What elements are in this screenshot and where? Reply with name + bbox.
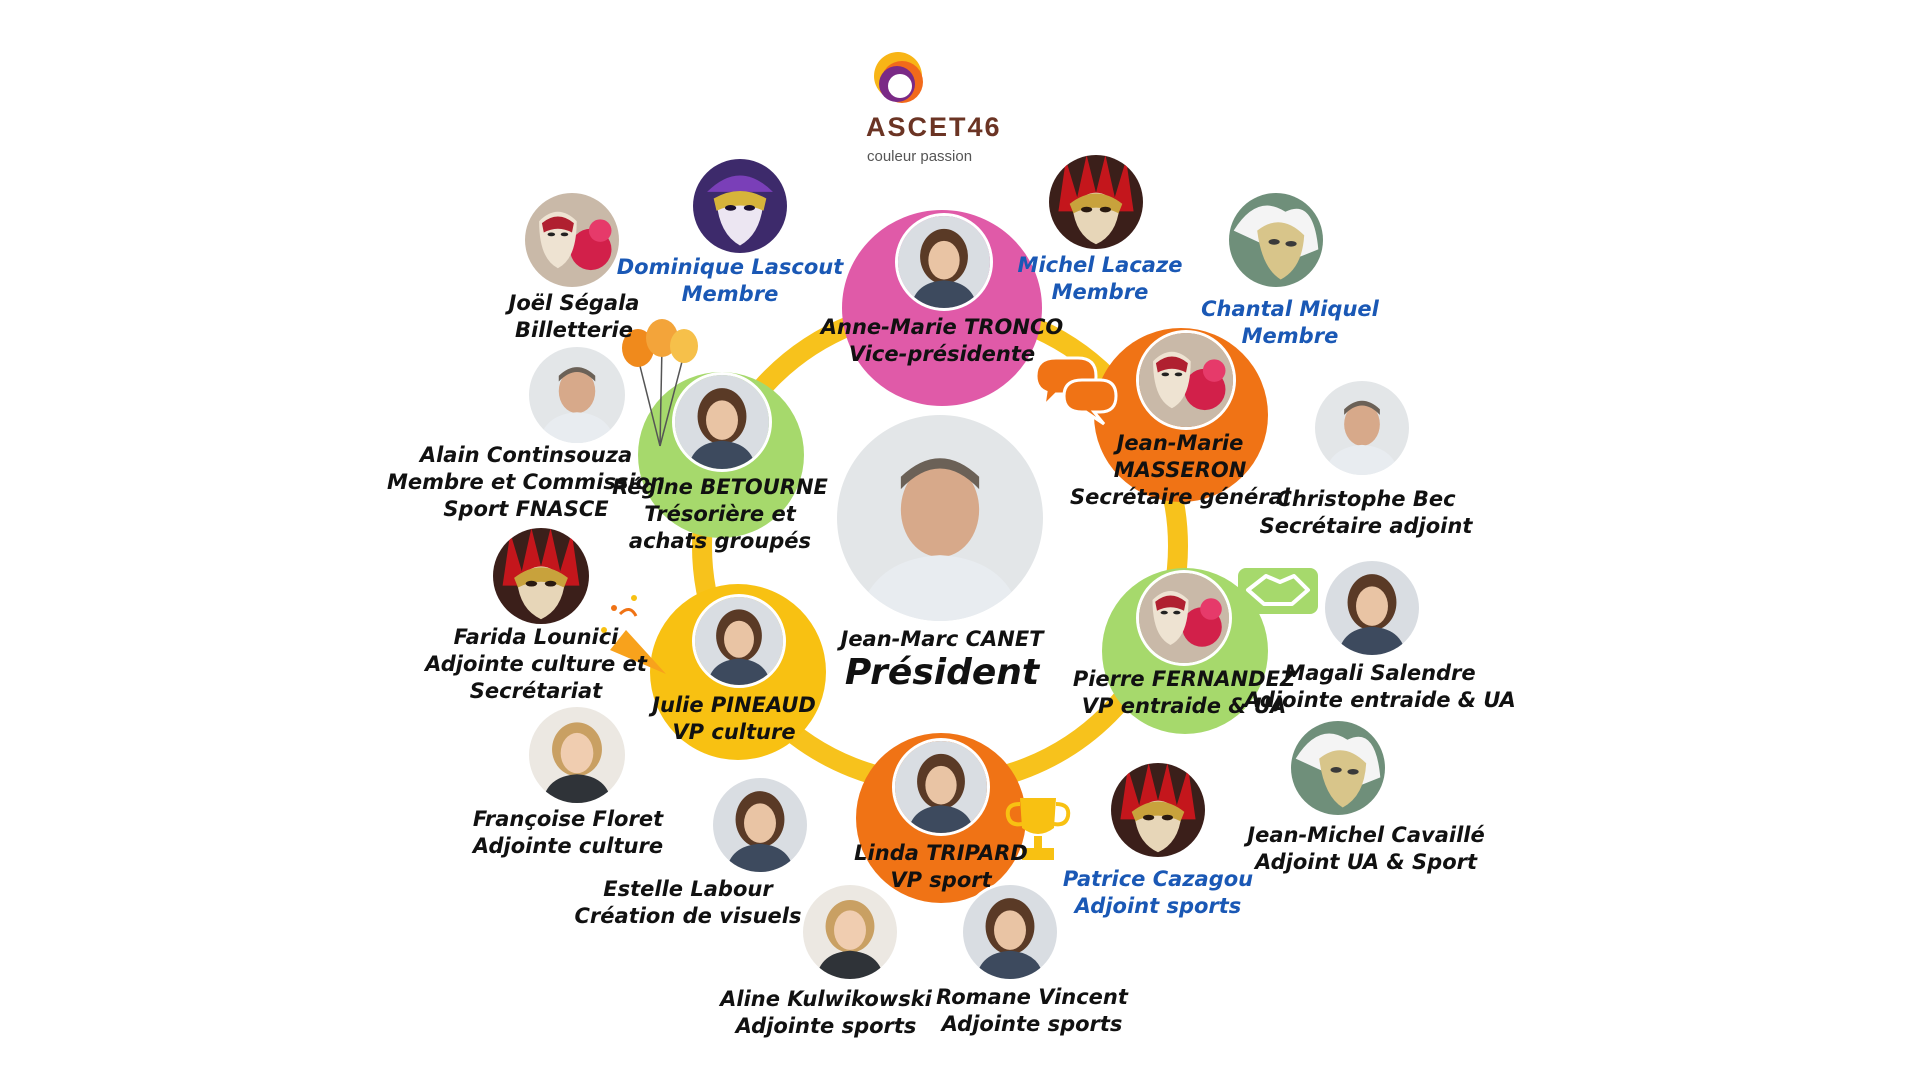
photo-jean-marie-masseron — [1136, 330, 1236, 430]
photo-francoise-floret — [526, 704, 628, 806]
photo-julie-pineaud — [692, 594, 786, 688]
logo-name: ASCET46 — [866, 112, 1002, 142]
label-pierre-fernandez: Pierre FERNANDEZ VP entraide & UA — [1072, 667, 1296, 718]
label-jean-michel-cavaille: Jean-Michel Cavaillé Adjoint UA & Sport — [1247, 823, 1485, 874]
photo-jean-michel-cavaille — [1288, 718, 1388, 818]
label-christophe-bec: Christophe Bec Secrétaire adjoint — [1259, 487, 1473, 538]
photo-linda-tripard — [892, 738, 990, 836]
photo-regine-betourne — [672, 372, 772, 472]
photo-romane-vincent — [960, 882, 1060, 982]
photo-farida-lounici — [490, 525, 592, 627]
label-patrice-cazagou: Patrice Cazagou Adjoint sports — [1062, 867, 1254, 918]
label-magali-salendre: Magali Salendre Adjointe entraide & UA — [1244, 661, 1516, 712]
label-farida-lounici: Farida Lounici Adjointe culture et Secré… — [425, 625, 647, 703]
label-dominique-lascout: Dominique Lascout Membre — [616, 255, 844, 306]
label-michel-lacaze: Michel Lacaze Membre — [1017, 253, 1183, 304]
photo-magali-salendre — [1322, 558, 1422, 658]
label-jean-marie-masseron: Jean-Marie MASSERON Secrétaire général — [1070, 431, 1290, 509]
label-julie-pineaud: Julie PINEAUD VP culture — [652, 693, 816, 744]
handshake-icon — [1238, 568, 1318, 614]
logo-tagline: couleur passion — [867, 148, 973, 165]
label-president: Jean-Marc CANET Président — [840, 627, 1044, 693]
photo-christophe-bec — [1312, 378, 1412, 478]
label-romane-vincent: Romane Vincent Adjointe sports — [936, 985, 1128, 1036]
photo-chantal-miquel — [1226, 190, 1326, 290]
chat-bubbles-icon — [1034, 356, 1118, 426]
photo-jean-marc-canet — [834, 412, 1046, 624]
label-joel-segala: Joël Ségala Billetterie — [508, 291, 640, 342]
label-aline-kulwikowski: Aline Kulwikowski Adjointe sports — [720, 987, 932, 1038]
label-estelle-labour: Estelle Labour Création de visuels — [574, 877, 802, 928]
label-francoise-floret: Françoise Floret Adjointe culture — [472, 807, 664, 858]
party-popper-icon — [601, 595, 666, 674]
photo-anne-marie-tronco — [895, 213, 993, 311]
label-linda-tripard: Linda TRIPARD VP sport — [854, 841, 1028, 892]
label-chantal-miquel: Chantal Miquel Membre — [1201, 297, 1379, 348]
ascet46-logo: ASCET46 couleur passion — [858, 48, 1008, 178]
photo-dominique-lascout — [690, 156, 790, 256]
trophy-icon — [1005, 798, 1071, 860]
label-regine-betourne: Régine BETOURNE Trésorière et achats gro… — [612, 475, 828, 553]
balloons-icon — [622, 319, 698, 447]
label-anne-marie-tronco: Anne-Marie TRONCO Vice-présidente — [820, 315, 1064, 366]
photo-patrice-cazagou — [1108, 760, 1208, 860]
photo-pierre-fernandez — [1136, 570, 1232, 666]
label-alain-continsouza: Alain Continsouza Membre et Commission S… — [387, 443, 665, 521]
photo-joel-segala — [522, 190, 622, 290]
photo-michel-lacaze — [1046, 152, 1146, 252]
photo-aline-kulwikowski — [800, 882, 900, 982]
photo-estelle-labour — [710, 775, 810, 875]
photo-alain-continsouza — [526, 344, 628, 446]
